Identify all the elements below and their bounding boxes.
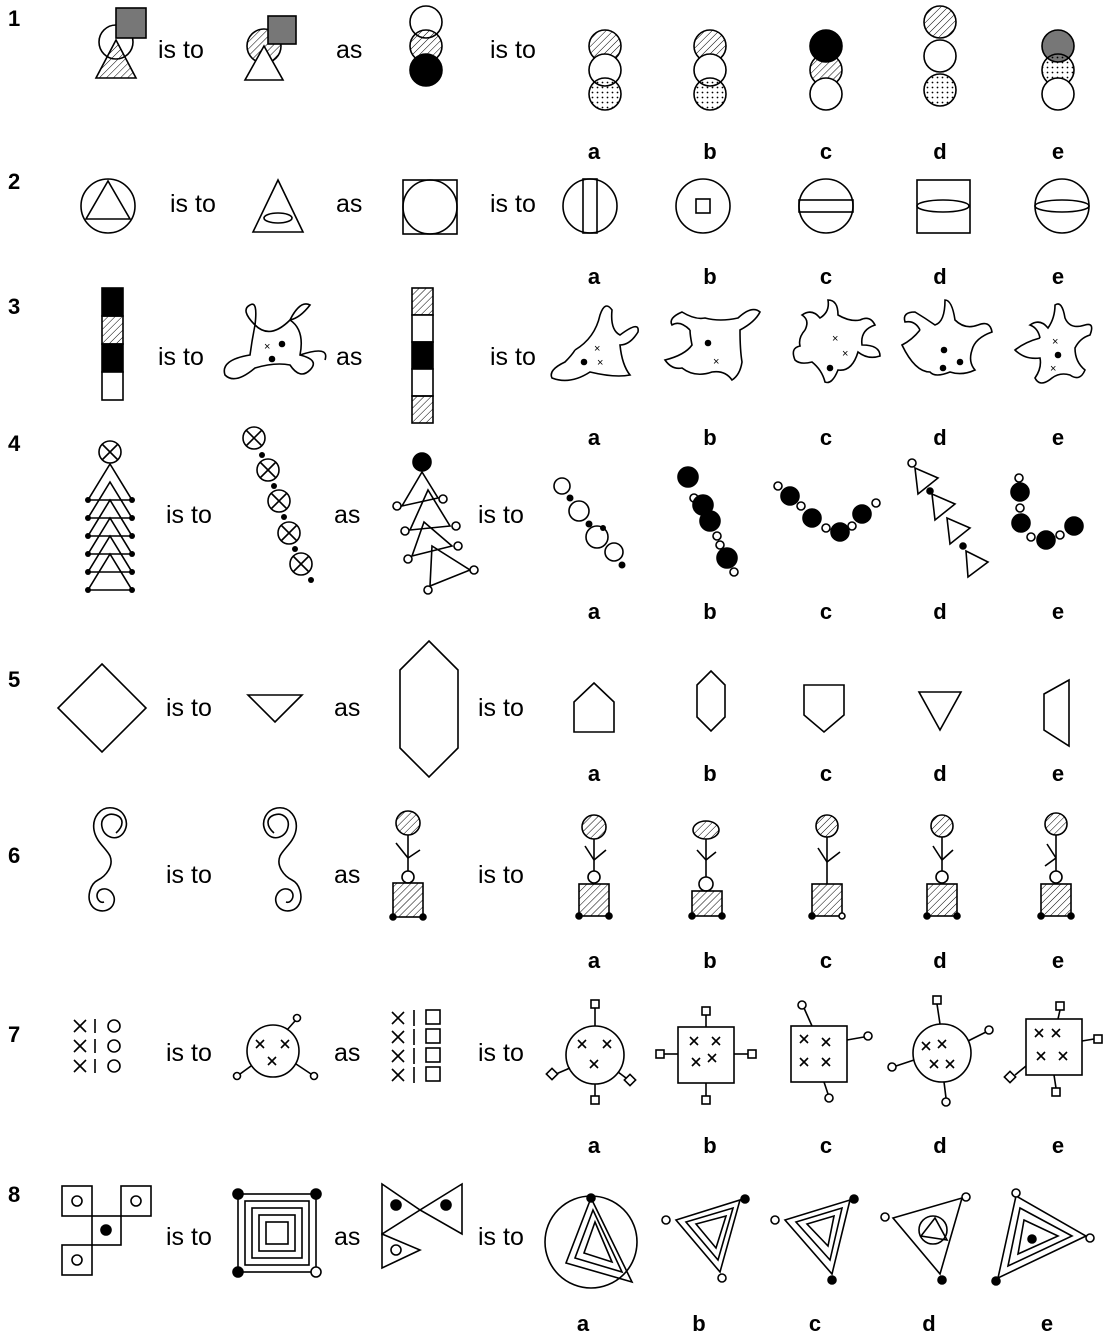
row4-option-d[interactable] (908, 459, 988, 577)
row5-option-e[interactable] (1044, 680, 1069, 746)
svg-text:×: × (1050, 363, 1056, 375)
row8-option-e[interactable] (992, 1189, 1094, 1285)
row5-figure1 (58, 664, 146, 752)
row6-option-b[interactable] (689, 821, 725, 919)
row2-option-b[interactable] (676, 179, 730, 233)
row7-figure3 (392, 1010, 440, 1083)
row3-option-c[interactable]: × × (793, 300, 880, 383)
svg-text:×: × (264, 341, 270, 353)
row6-option-a[interactable] (576, 815, 612, 919)
row8-option-d[interactable] (881, 1193, 970, 1284)
row8-option-a[interactable] (545, 1194, 637, 1288)
row8-option-b[interactable] (662, 1195, 749, 1282)
row2-option-e[interactable] (1035, 179, 1089, 233)
row8-figure3 (382, 1184, 462, 1268)
row3-figure3 (412, 288, 433, 423)
row1-option-c[interactable] (810, 30, 842, 110)
row3-figure2: × (224, 304, 325, 379)
row7-option-e[interactable] (1004, 1002, 1102, 1096)
row1-option-a[interactable] (589, 30, 621, 110)
row2-option-c[interactable] (799, 179, 853, 233)
row6-option-d[interactable] (924, 815, 960, 919)
svg-text:×: × (594, 343, 600, 355)
row3-option-b[interactable]: × (665, 310, 760, 380)
row7-option-b[interactable] (656, 1007, 756, 1104)
row8-option-c[interactable] (771, 1195, 858, 1284)
row7-option-c[interactable] (791, 1001, 872, 1102)
row5-figure2 (248, 695, 302, 722)
row2-option-d[interactable] (917, 180, 970, 233)
row5-option-b[interactable] (697, 671, 725, 731)
row7-option-d[interactable] (888, 996, 993, 1106)
row1-option-b[interactable] (694, 30, 726, 110)
row1-figure3 (410, 6, 442, 86)
row2-figure3 (403, 180, 457, 234)
row7-figure2 (234, 1015, 318, 1080)
svg-text:×: × (832, 333, 838, 345)
row6-option-e[interactable] (1038, 813, 1074, 919)
row4-figure1 (85, 441, 135, 593)
row3-option-e[interactable]: × × (1015, 304, 1092, 383)
row4-option-b[interactable] (678, 467, 738, 576)
row3-option-d[interactable] (902, 300, 992, 375)
row4-figure3 (393, 453, 478, 594)
row1-option-d[interactable] (924, 6, 956, 106)
svg-text:×: × (713, 356, 719, 368)
row3-figure1 (102, 288, 123, 400)
svg-text:×: × (1052, 336, 1058, 348)
row6-figure3 (390, 811, 426, 920)
row5-option-c[interactable] (804, 685, 844, 732)
row4-option-c[interactable] (774, 482, 880, 541)
svg-text:×: × (842, 348, 848, 360)
row7-option-a[interactable] (546, 1000, 635, 1104)
row8-figure1 (62, 1186, 151, 1275)
row7-figure1 (74, 1019, 120, 1073)
row2-figure1 (81, 179, 135, 233)
row1-option-e[interactable] (1042, 30, 1074, 110)
row2-option-a[interactable] (563, 179, 617, 233)
row6-option-c[interactable] (809, 815, 845, 919)
row8-figure2 (233, 1189, 321, 1277)
row4-option-a[interactable] (554, 478, 626, 569)
row1-figure1 (96, 8, 146, 78)
row5-figure3 (400, 641, 458, 777)
row5-option-d[interactable] (919, 692, 961, 730)
row5-option-a[interactable] (574, 683, 614, 732)
row4-option-e[interactable] (1011, 474, 1083, 549)
row6-figure1 (89, 808, 126, 911)
row3-option-a[interactable]: × × (551, 306, 638, 380)
row2-figure2 (253, 180, 303, 232)
svg-text:×: × (597, 357, 603, 369)
row1-figure2 (245, 16, 296, 80)
row6-figure2 (264, 808, 301, 911)
row4-figure2 (243, 427, 314, 583)
